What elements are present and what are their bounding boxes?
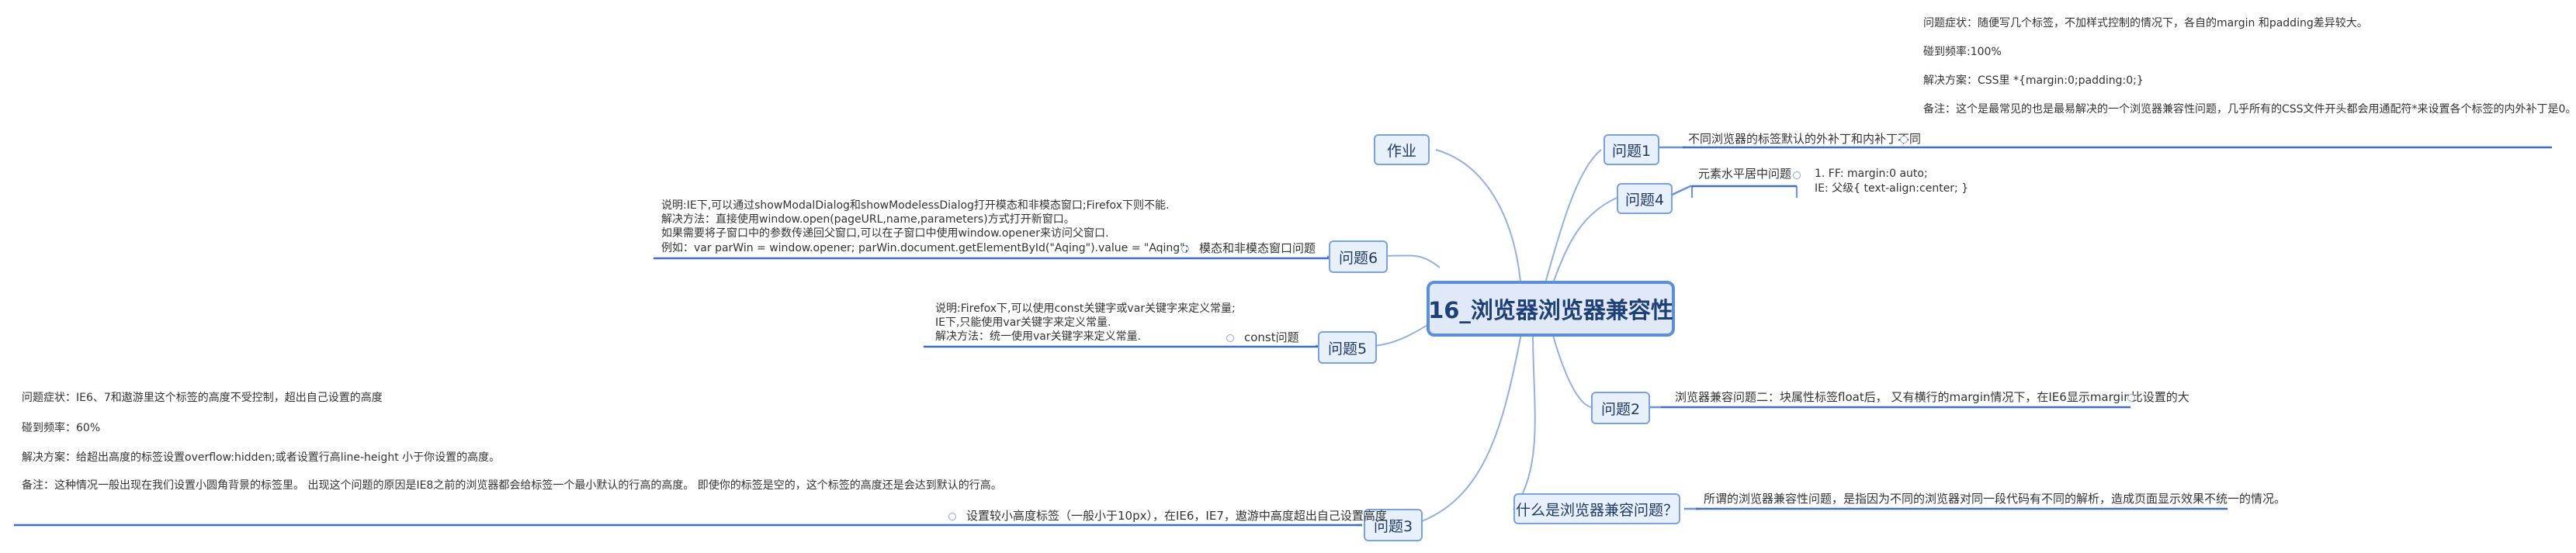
q5-note-3: 解决方法：统一使用var关键字来定义常量. [935,330,1142,343]
q2-subtopic[interactable]: 浏览器兼容问题二：块属性标签float后， 又有横行的margin情况下，在IE… [1675,390,2189,404]
q5-note-1: 说明:Firefox下,可以使用const关键字或var关键字来定义常量; [935,302,1236,315]
topic-zuoye[interactable]: 作业 [1374,134,1430,165]
q3-subtopic[interactable]: 设置较小高度标签（一般小于10px），在IE6，IE7，遨游中高度超出自己设置高… [966,509,1387,523]
q1-note-toggle-icon[interactable] [1900,136,1908,143]
q2-note-toggle-icon[interactable] [2127,394,2135,402]
topic-q6[interactable]: 问题6 [1329,240,1388,273]
topic-q4[interactable]: 问题4 [1617,183,1673,214]
q3-note-toggle-icon[interactable] [948,513,956,520]
topic-q2[interactable]: 问题2 [1591,392,1650,424]
q6-subtopic[interactable]: 模态和非模态窗口问题 [1199,241,1316,255]
q3-note-3: 解决方案：给超出高度的标签设置overflow:hidden;或者设置行高lin… [22,451,501,464]
topic-q3[interactable]: 问题3 [1364,509,1423,541]
q6-note-3: 如果需要将子窗口中的参数传递回父窗口,可以在子窗口中使用window.opene… [661,227,1109,240]
q4-note-toggle-icon[interactable] [1793,171,1801,179]
what-subtopic[interactable]: 所谓的浏览器兼容性问题，是指因为不同的浏览器对同一段代码有不同的解析，造成页面显… [1704,492,2287,506]
q1-note-2: 碰到频率:100% [1923,46,2002,58]
q1-note-4: 备注：这个是最常见的也是最易解决的一个浏览器兼容性问题，几乎所有的CSS文件开头… [1923,103,2576,116]
topic-q1[interactable]: 问题1 [1603,134,1659,165]
central-topic[interactable]: 16_浏览器浏览器兼容性 [1427,281,1675,337]
q3-note-2: 碰到频率：60% [22,422,101,434]
topic-what[interactable]: 什么是浏览器兼容问题？ [1513,493,1680,524]
q5-note-toggle-icon[interactable] [1226,334,1234,342]
topic-q5[interactable]: 问题5 [1318,331,1377,364]
q4-note-2: IE: 父级{ text-align:center; } [1815,182,1969,195]
q1-note-1: 问题症状：随便写几个标签，不加样式控制的情况下，各自的margin 和paddi… [1923,17,2368,29]
q3-note-1: 问题症状：IE6、7和遨游里这个标签的高度不受控制，超出自己设置的高度 [22,392,383,404]
q5-note-2: IE下,只能使用var关键字来定义常量. [935,316,1111,329]
q3-note-4: 备注：这种情况一般出现在我们设置小圆角背景的标签里。 出现这个问题的原因是IE8… [22,479,1002,492]
q5-subtopic[interactable]: const问题 [1244,330,1299,344]
q6-note-4: 例如：var parWin = window.opener; parWin.do… [661,242,1189,254]
q6-note-toggle-icon[interactable] [1181,245,1189,253]
q4-note-1: 1. FF: margin:0 auto; [1815,168,1928,180]
q6-note-2: 解决方法：直接使用window.open(pageURL,name,parame… [661,213,1075,226]
q1-note-3: 解决方案：CSS里 *{margin:0;padding:0;} [1923,74,2144,87]
q4-subtopic[interactable]: 元素水平居中问题 [1698,167,1792,181]
q6-note-1: 说明:IE下,可以通过showModalDialog和showModelessD… [661,199,1170,212]
q1-subtopic[interactable]: 不同浏览器的标签默认的外补丁和内补丁不同 [1688,132,1922,146]
